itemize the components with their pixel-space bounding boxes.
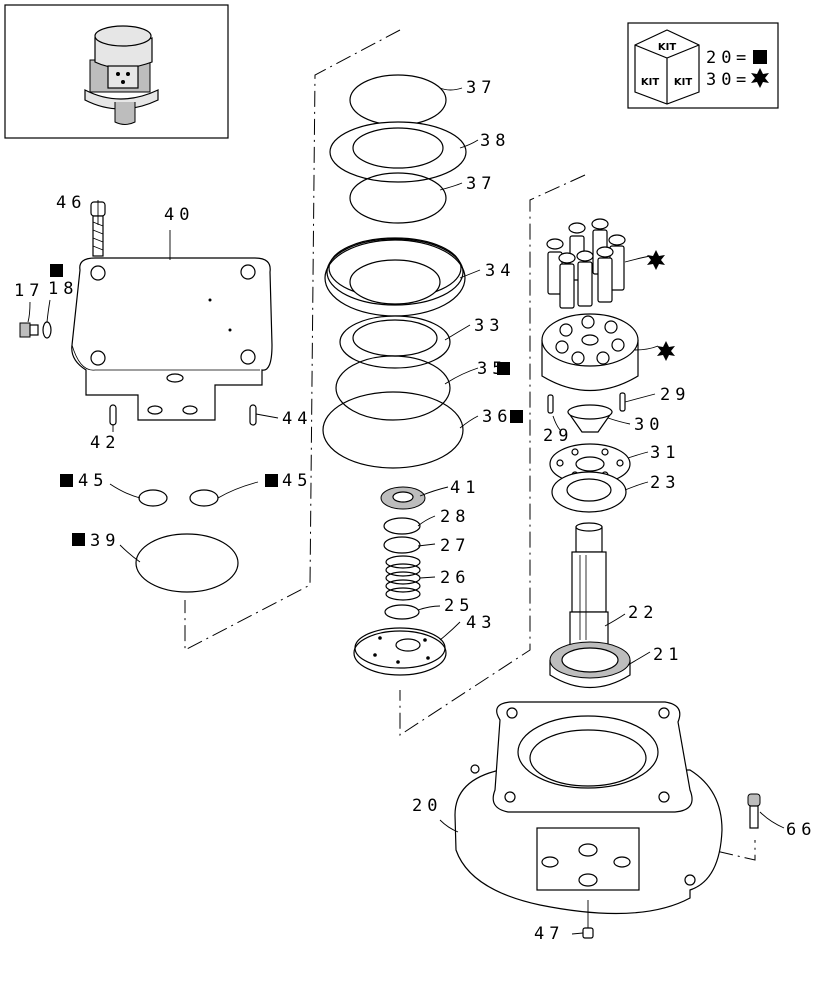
part-18-o-ring[interactable]	[42, 321, 52, 339]
black-square-icon	[510, 410, 523, 423]
black-square-icon	[497, 362, 510, 375]
part-30-spherical-bush[interactable]	[567, 404, 613, 433]
part-36-o-ring[interactable]	[322, 391, 464, 469]
cylinder-block[interactable]	[541, 313, 639, 391]
kit-legend: KIT KIT KIT 20 = 30 =	[627, 22, 779, 109]
part-29-pin-left[interactable]	[547, 394, 554, 414]
label-36: 36	[482, 407, 512, 427]
black-square-icon	[753, 50, 767, 64]
part-21-bearing[interactable]	[549, 641, 631, 689]
part-37-ring-bottom[interactable]	[349, 172, 447, 224]
part-45-o-ring-left[interactable]	[138, 489, 168, 507]
label-29-right: 29	[660, 385, 690, 405]
label-47: 47	[534, 924, 564, 944]
label-41: 41	[450, 478, 480, 498]
kit-icon: KIT KIT KIT	[634, 29, 700, 105]
label-34: 34	[485, 261, 515, 281]
part-43-plate[interactable]	[353, 627, 447, 676]
label-45-right: 45	[282, 471, 312, 491]
label-31: 31	[650, 443, 680, 463]
label-44: 44	[282, 409, 312, 429]
part-37-ring-top[interactable]	[349, 74, 447, 126]
part-26-spring[interactable]	[385, 555, 421, 601]
part-34-bearing-ring[interactable]	[324, 237, 466, 317]
part-23-swash-plate[interactable]	[551, 471, 627, 513]
label-66: 66	[786, 820, 816, 840]
kit-entry-20-code: 20	[706, 48, 736, 68]
label-40: 40	[164, 205, 194, 225]
part-41-bearing[interactable]	[380, 486, 426, 510]
kit-text-left: KIT	[641, 77, 659, 88]
kit-entry-30-code: 30	[706, 70, 736, 90]
label-22: 22	[628, 603, 658, 623]
label-38: 38	[480, 131, 510, 151]
label-43: 43	[466, 613, 496, 633]
label-30: 30	[634, 415, 664, 435]
part-45-o-ring-right[interactable]	[189, 489, 219, 507]
part-31-retainer[interactable]	[549, 443, 631, 485]
label-25: 25	[444, 596, 474, 616]
label-26: 26	[440, 568, 470, 588]
label-42: 42	[90, 433, 120, 453]
part-17-plug[interactable]	[19, 322, 39, 338]
equals-sign: =	[736, 70, 751, 90]
part-20-housing[interactable]	[454, 701, 723, 915]
part-22-shaft[interactable]	[569, 522, 609, 647]
black-square-icon	[60, 474, 73, 487]
kit-text-top: KIT	[658, 42, 676, 53]
kit-30-markers	[647, 250, 675, 361]
label-37-bottom: 37	[466, 174, 496, 194]
black-square-icon	[72, 533, 85, 546]
part-number-labels: 37 38 37 34 33 35 36 41 28 27 26 25 43 2…	[14, 78, 816, 944]
part-42-pin[interactable]	[109, 404, 117, 426]
part-28-ring[interactable]	[383, 517, 421, 535]
label-18: 18	[48, 279, 78, 299]
label-33: 33	[474, 316, 504, 336]
part-38-thrust-plate[interactable]	[329, 121, 467, 183]
part-47-plug[interactable]	[582, 927, 594, 939]
label-17: 17	[14, 281, 44, 301]
label-29-left: 29	[543, 426, 573, 446]
black-square-icon	[265, 474, 278, 487]
part-39-o-ring[interactable]	[135, 533, 239, 593]
label-21: 21	[653, 645, 683, 665]
part-40-cover[interactable]	[71, 257, 273, 421]
equals-sign: =	[736, 48, 751, 68]
part-44-pin[interactable]	[249, 404, 257, 426]
black-square-icon	[50, 264, 63, 277]
kit-20-markers	[50, 264, 523, 546]
label-35: 35	[477, 359, 507, 379]
black-star-icon	[647, 250, 665, 270]
part-29-pin-right[interactable]	[619, 392, 626, 412]
part-35-o-ring[interactable]	[335, 355, 451, 421]
black-star-icon	[751, 68, 769, 88]
label-23: 23	[650, 473, 680, 493]
label-37-top: 37	[466, 78, 496, 98]
label-39: 39	[90, 531, 120, 551]
black-star-icon	[657, 341, 675, 361]
label-28: 28	[440, 507, 470, 527]
label-45-left: 45	[78, 471, 108, 491]
piston-set[interactable]	[546, 218, 626, 309]
label-46: 46	[56, 193, 86, 213]
label-27: 27	[440, 536, 470, 556]
part-27-ring[interactable]	[383, 536, 421, 554]
assembly-thumbnail[interactable]	[4, 4, 229, 139]
part-25-ring[interactable]	[384, 604, 420, 620]
leader-lines	[27, 87, 785, 935]
part-66-bolt[interactable]	[747, 793, 761, 829]
label-20: 20	[412, 796, 442, 816]
kit-text-right: KIT	[674, 77, 692, 88]
part-33-ring[interactable]	[339, 315, 451, 369]
